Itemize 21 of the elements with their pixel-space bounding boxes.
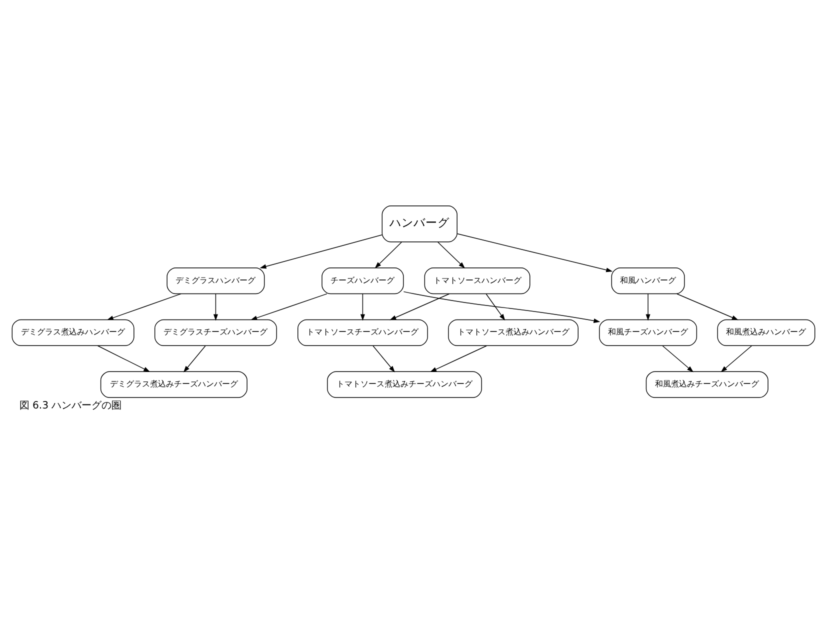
- arrow: [676, 294, 738, 320]
- arrow: [646, 294, 650, 321]
- node-box: ハンバーグ: [382, 206, 458, 242]
- caption: 図 6.3 ハンバーグの圏: [19, 400, 122, 412]
- arrow: [720, 346, 752, 372]
- arrow: [390, 294, 450, 320]
- arrow: [662, 346, 694, 372]
- arrow: [456, 233, 613, 272]
- arrow: [260, 234, 382, 269]
- arrow: [97, 345, 150, 372]
- arrow: [183, 346, 206, 372]
- arrow: [360, 294, 365, 321]
- arrow: [250, 293, 328, 320]
- arrow: [430, 345, 488, 372]
- arrow: [374, 242, 402, 268]
- arrow: [403, 291, 600, 323]
- arrow: [372, 346, 395, 372]
- arrow: [106, 293, 182, 320]
- arrow: [213, 294, 218, 321]
- arrow: [486, 294, 506, 321]
- arrow: [438, 242, 466, 268]
